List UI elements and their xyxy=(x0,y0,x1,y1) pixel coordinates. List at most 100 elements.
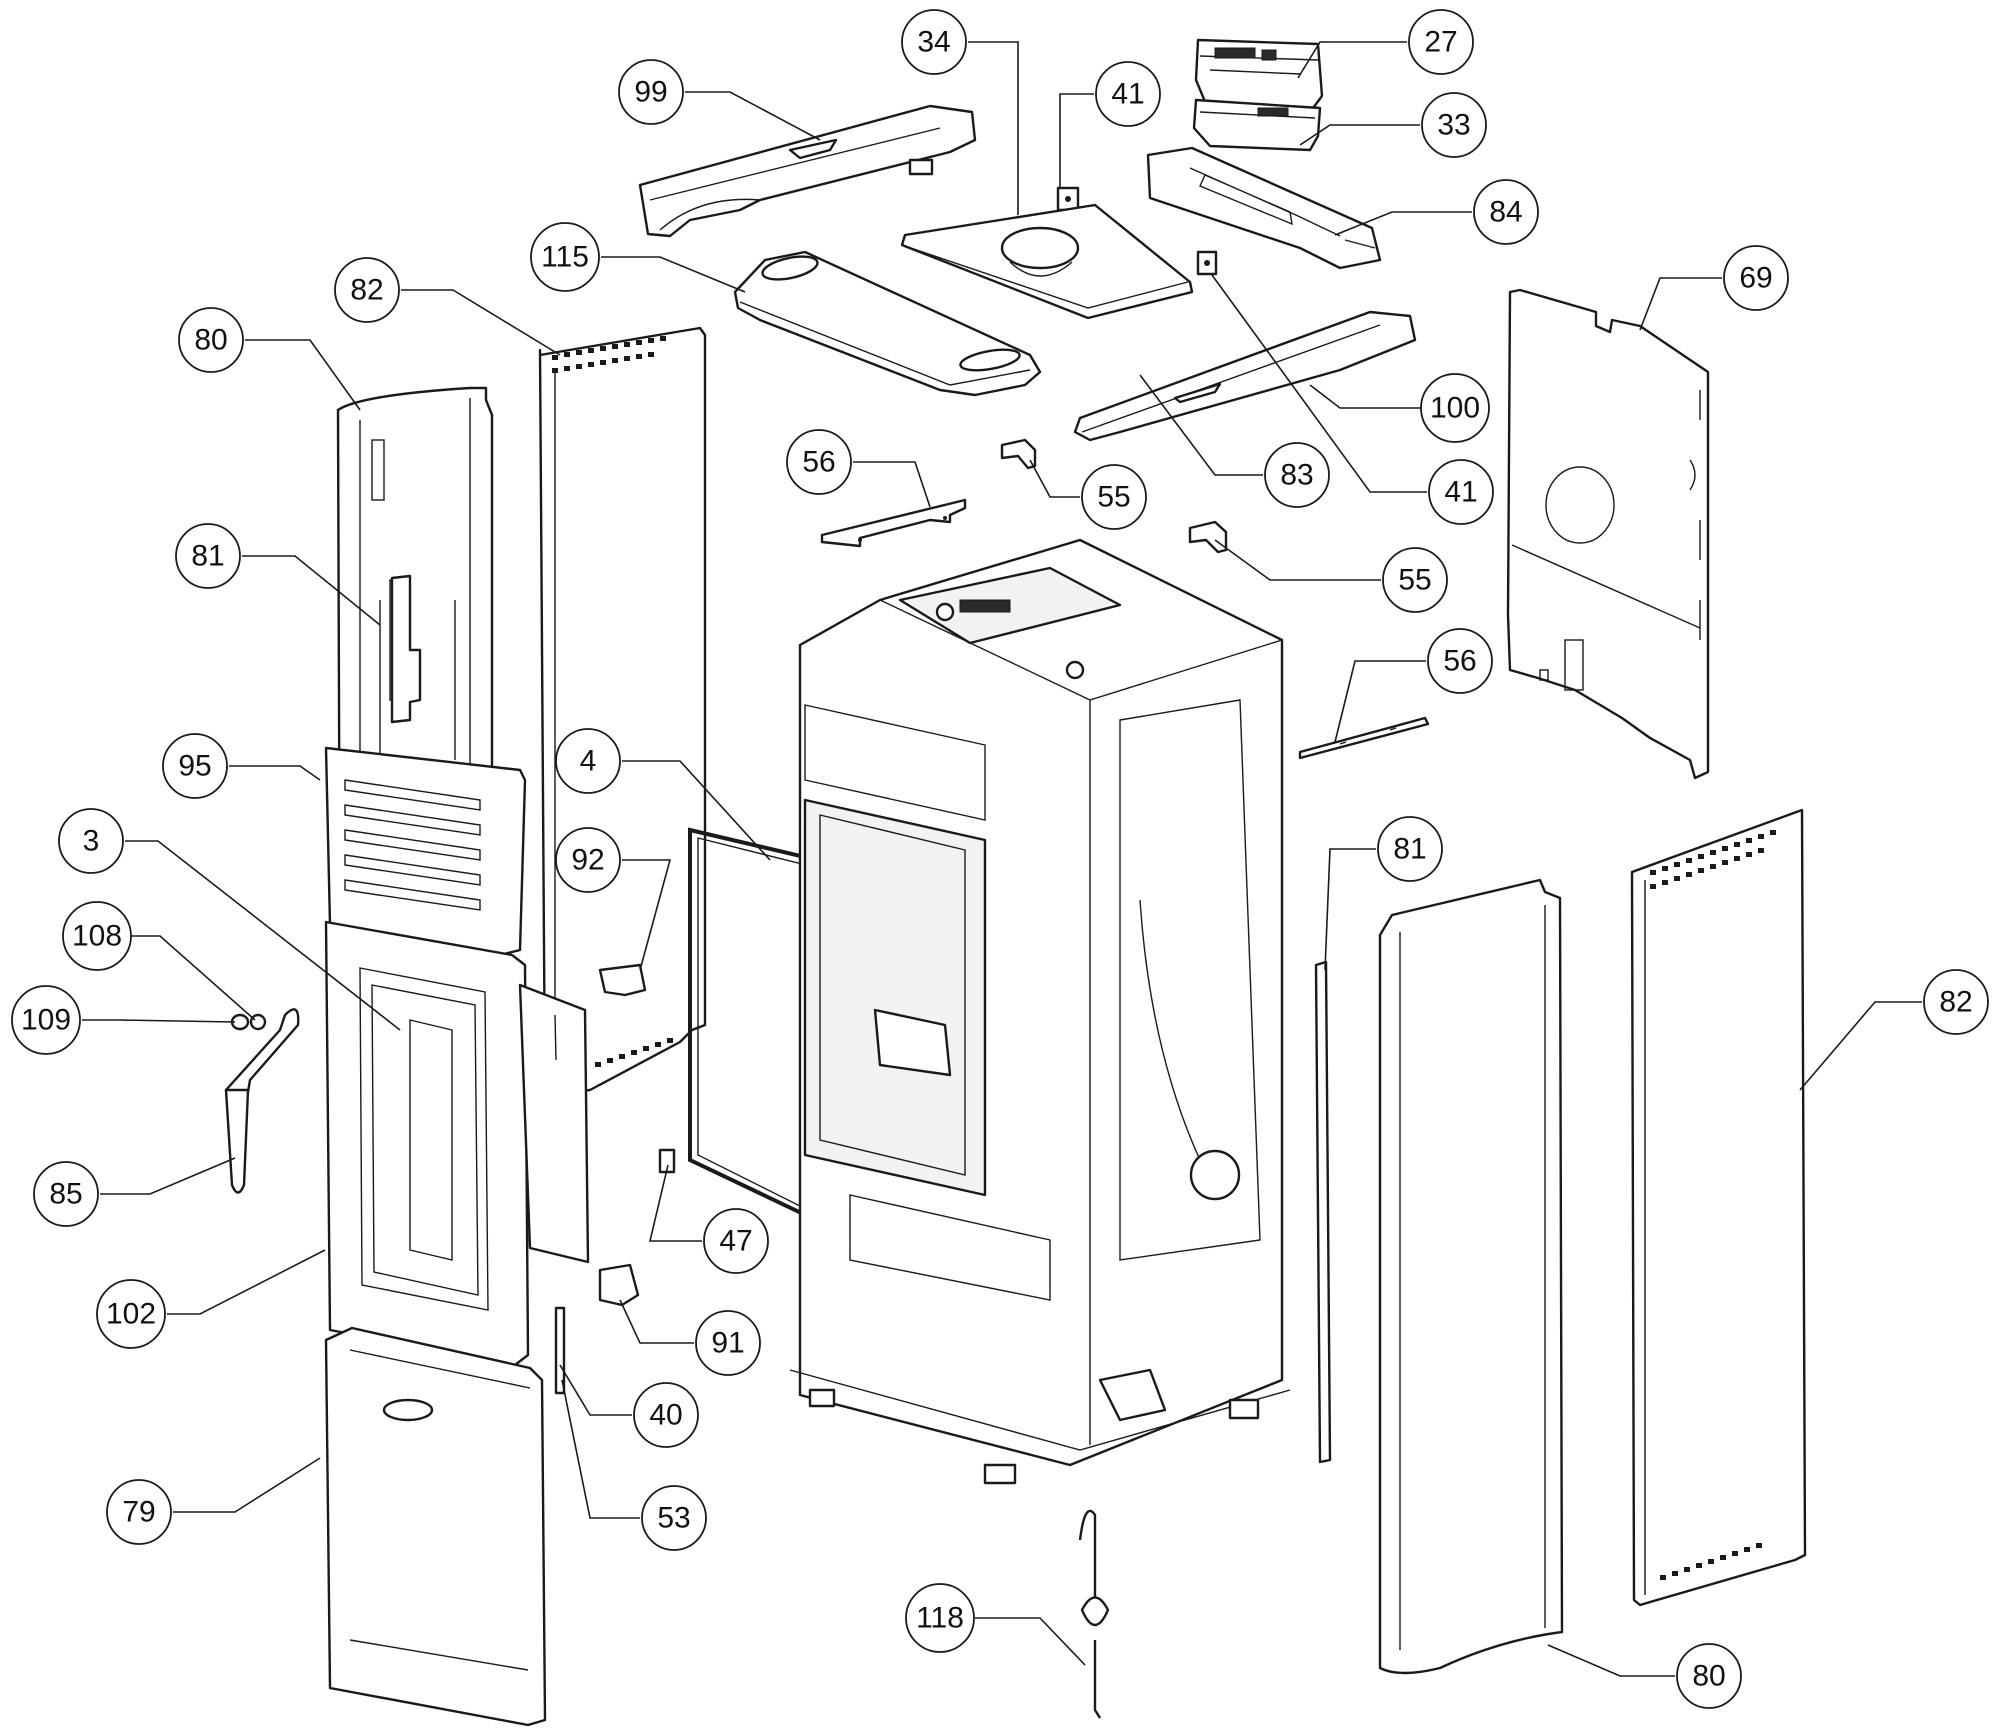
callout-99-label: 99 xyxy=(634,76,667,109)
callout-34-label: 34 xyxy=(917,26,950,59)
callout-53: 53 xyxy=(641,1485,707,1551)
leader-lines xyxy=(82,41,1922,1677)
callout-100-label: 100 xyxy=(1430,392,1480,425)
callout-79-label: 79 xyxy=(122,1496,155,1529)
callout-55-upper-label: 55 xyxy=(1097,481,1130,514)
callout-56-lower: 56 xyxy=(1427,628,1493,694)
part-56-strip-upper xyxy=(820,498,967,548)
callout-102: 102 xyxy=(96,1279,166,1349)
callout-47: 47 xyxy=(703,1208,769,1274)
callout-84-label: 84 xyxy=(1489,196,1522,229)
callout-118-label: 118 xyxy=(916,1602,964,1635)
callout-4: 4 xyxy=(555,728,621,794)
part-81-strip-right xyxy=(1314,960,1332,1464)
callout-27-label: 27 xyxy=(1424,26,1457,59)
part-79-lower-cover xyxy=(324,1326,547,1727)
part-81-strip-left xyxy=(390,574,422,724)
callout-85-label: 85 xyxy=(49,1178,82,1211)
callout-55-lower: 55 xyxy=(1382,547,1448,613)
callout-33: 33 xyxy=(1421,92,1487,158)
callout-81-left: 81 xyxy=(175,523,241,589)
callout-82-right: 82 xyxy=(1923,969,1989,1035)
callout-92-label: 92 xyxy=(571,844,604,877)
callout-3: 3 xyxy=(58,808,124,874)
callout-79: 79 xyxy=(106,1479,172,1545)
part-92-hinge-top xyxy=(598,963,647,997)
callout-40-label: 40 xyxy=(649,1399,682,1432)
callout-80-left-label: 80 xyxy=(194,324,227,357)
part-55-clip-lower xyxy=(1188,520,1228,554)
callout-115: 115 xyxy=(530,222,600,292)
callout-84: 84 xyxy=(1473,179,1539,245)
part-115-top-cover xyxy=(733,250,1042,397)
callout-85: 85 xyxy=(33,1161,99,1227)
callout-95: 95 xyxy=(162,733,228,799)
callout-40: 40 xyxy=(633,1382,699,1448)
callout-95-label: 95 xyxy=(178,750,211,783)
callout-53-label: 53 xyxy=(657,1502,690,1535)
callout-34: 34 xyxy=(901,9,967,75)
part-91-hinge-bottom xyxy=(598,1263,640,1307)
callout-41-lower: 41 xyxy=(1428,459,1494,525)
callout-99: 99 xyxy=(618,59,684,125)
callout-69: 69 xyxy=(1723,245,1789,311)
callout-56-lower-label: 56 xyxy=(1443,645,1476,678)
part-41-bracket-top xyxy=(1056,186,1080,212)
callout-102-label: 102 xyxy=(106,1298,156,1331)
callout-33-label: 33 xyxy=(1437,109,1470,142)
part-95-vent-grille xyxy=(324,746,527,957)
part-82-side-panel-right xyxy=(1630,808,1807,1607)
callout-81-left-label: 81 xyxy=(191,540,224,573)
part-82-side-panel-left xyxy=(538,326,707,1097)
part-3-glass xyxy=(409,1019,453,1261)
callout-80-right: 80 xyxy=(1676,1643,1742,1709)
callout-56-upper: 56 xyxy=(786,429,852,495)
callout-3-label: 3 xyxy=(83,825,100,858)
callout-83-label: 83 xyxy=(1280,459,1313,492)
callout-80-right-label: 80 xyxy=(1692,1660,1725,1693)
callout-91-label: 91 xyxy=(711,1327,744,1360)
callout-83: 83 xyxy=(1264,442,1330,508)
part-33-tray xyxy=(1192,98,1322,152)
part-84-support-bracket xyxy=(1146,146,1382,270)
callout-92: 92 xyxy=(555,827,621,893)
callout-82-left: 82 xyxy=(334,257,400,323)
callout-100: 100 xyxy=(1420,373,1490,443)
callout-109: 109 xyxy=(11,985,81,1055)
callout-56-upper-label: 56 xyxy=(802,446,835,479)
callout-115-label: 115 xyxy=(541,241,589,274)
callout-82-left-label: 82 xyxy=(350,274,383,307)
callout-bubbles: 27 34 99 41 33 84 115 82 69 80 100 56 83… xyxy=(11,9,1989,1709)
part-40-door-inner-plate xyxy=(518,983,590,1264)
part-56-strip-lower xyxy=(1298,716,1430,760)
callout-108-label: 108 xyxy=(72,920,122,953)
part-102-door-frame xyxy=(324,920,530,1367)
part-108-109-nut-washer xyxy=(230,1013,267,1031)
callout-109-label: 109 xyxy=(21,1004,71,1037)
callout-41-lower-label: 41 xyxy=(1444,476,1477,509)
part-100-side-trim xyxy=(1073,310,1417,442)
callout-41-upper: 41 xyxy=(1095,61,1161,127)
callout-82-right-label: 82 xyxy=(1939,986,1972,1019)
callout-69-label: 69 xyxy=(1739,262,1772,295)
callout-118: 118 xyxy=(905,1583,975,1653)
part-118-igniter xyxy=(1078,1509,1110,1719)
part-80-front-column-right xyxy=(1378,878,1564,1675)
callout-55-lower-label: 55 xyxy=(1398,564,1431,597)
callout-81-right-label: 81 xyxy=(1393,833,1426,866)
callout-81-right: 81 xyxy=(1377,816,1443,882)
callout-55-upper: 55 xyxy=(1081,464,1147,530)
part-99-top-trim xyxy=(638,104,977,238)
part-main-body xyxy=(789,538,1291,1485)
part-34-top-plate xyxy=(900,203,1194,320)
part-55-clip-upper xyxy=(1000,438,1037,470)
callout-80-left: 80 xyxy=(178,307,244,373)
part-53-pin xyxy=(554,1306,566,1395)
callout-27: 27 xyxy=(1408,9,1474,75)
callout-4-label: 4 xyxy=(580,745,597,778)
callout-47-label: 47 xyxy=(719,1225,752,1258)
part-69-back-panel xyxy=(1506,288,1710,780)
part-85-handle xyxy=(224,1008,300,1194)
callout-91: 91 xyxy=(695,1310,761,1376)
